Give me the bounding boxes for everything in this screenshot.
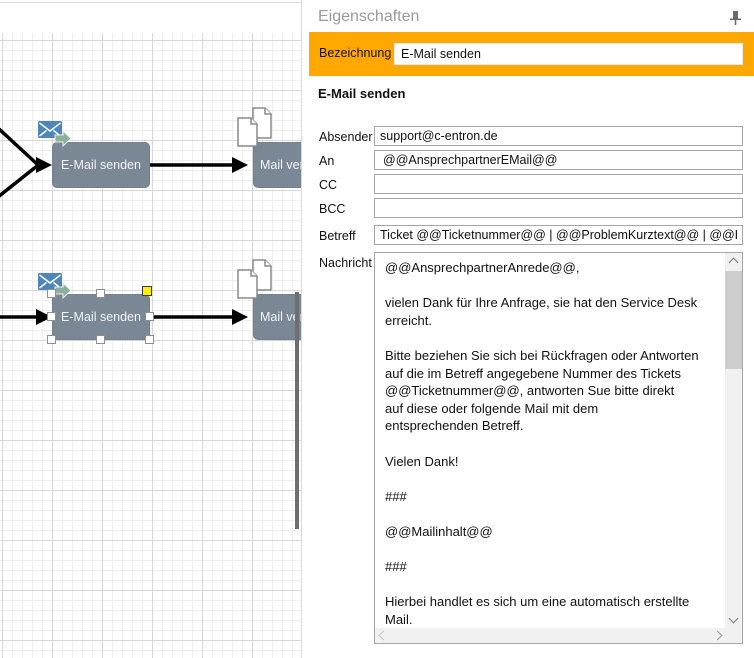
resize-handle-s[interactable] (96, 335, 105, 344)
message-horizontal-scrollbar[interactable] (375, 628, 727, 643)
node-email-senden-1[interactable]: E-Mail senden (52, 142, 150, 188)
cc-label: CC (319, 178, 338, 192)
connector-line (0, 164, 39, 198)
bezeichnung-input[interactable] (394, 43, 743, 65)
connector-line (0, 127, 39, 166)
betreff-label: Betreff (319, 229, 356, 243)
documents-icon (237, 259, 272, 299)
connector-arrowhead (36, 309, 52, 325)
message-vertical-scrollbar[interactable] (725, 253, 742, 628)
node-label: Mail ver (260, 310, 301, 324)
resize-handle-nw[interactable] (47, 289, 56, 298)
selection-handle-ne-yellow[interactable] (142, 286, 152, 296)
email-send-icon (38, 121, 72, 148)
message-text: @@AnsprechpartnerAnrede@@, vielen Dank f… (385, 260, 699, 627)
connector-arrowhead (36, 157, 52, 173)
scroll-up-icon[interactable] (728, 257, 739, 268)
node-mail-versendet-2[interactable]: Mail ver (253, 294, 301, 340)
bezeichnung-label: Bezeichnung (319, 46, 392, 60)
nachricht-label: Nachricht (319, 256, 372, 270)
an-label: An (319, 154, 335, 168)
absender-input[interactable] (374, 126, 743, 146)
resize-handle-w[interactable] (47, 312, 56, 321)
message-textarea[interactable]: @@AnsprechpartnerAnrede@@, vielen Dank f… (374, 252, 743, 644)
connector-arrowhead (232, 157, 248, 173)
bcc-label: BCC (319, 202, 346, 216)
scroll-right-icon[interactable] (712, 630, 723, 641)
node-label: E-Mail senden (61, 158, 141, 172)
resize-handle-sw[interactable] (47, 335, 56, 344)
section-header: E-Mail senden (318, 86, 406, 101)
canvas-top-border (0, 2, 301, 3)
email-send-icon (38, 273, 72, 300)
resize-handle-e[interactable] (145, 312, 154, 321)
properties-panel: Eigenschaften Bezeichnung E-Mail senden … (301, 0, 754, 658)
flow-connectors (0, 127, 248, 325)
resize-handle-n[interactable] (96, 289, 105, 298)
node-mail-versendet-1[interactable]: Mail ver (253, 142, 301, 188)
connector-arrowhead (232, 309, 248, 325)
node-label: E-Mail senden (61, 310, 141, 324)
scrollbar-corner (725, 628, 742, 643)
diagram-scrollbar-thumb[interactable] (295, 292, 299, 529)
documents-icon (237, 107, 272, 147)
an-input[interactable] (374, 150, 743, 170)
scroll-left-icon[interactable] (378, 630, 389, 641)
node-label: Mail ver (260, 158, 301, 172)
panel-title: Eigenschaften (318, 8, 420, 25)
vertical-scrollbar-thumb[interactable] (725, 271, 742, 369)
bcc-input[interactable] (374, 198, 743, 218)
name-field-highlight-bar: Bezeichnung (309, 32, 754, 76)
scroll-down-icon[interactable] (728, 613, 739, 624)
node-email-senden-2-selected[interactable]: E-Mail senden (52, 294, 150, 340)
absender-label: Absender (319, 130, 373, 144)
betreff-input[interactable] (374, 225, 743, 245)
cc-input[interactable] (374, 174, 743, 194)
pin-icon[interactable] (729, 10, 742, 26)
diagram-canvas[interactable]: E-Mail senden Mail ver E-Mail senden Mai… (0, 0, 301, 658)
resize-handle-se[interactable] (145, 335, 154, 344)
